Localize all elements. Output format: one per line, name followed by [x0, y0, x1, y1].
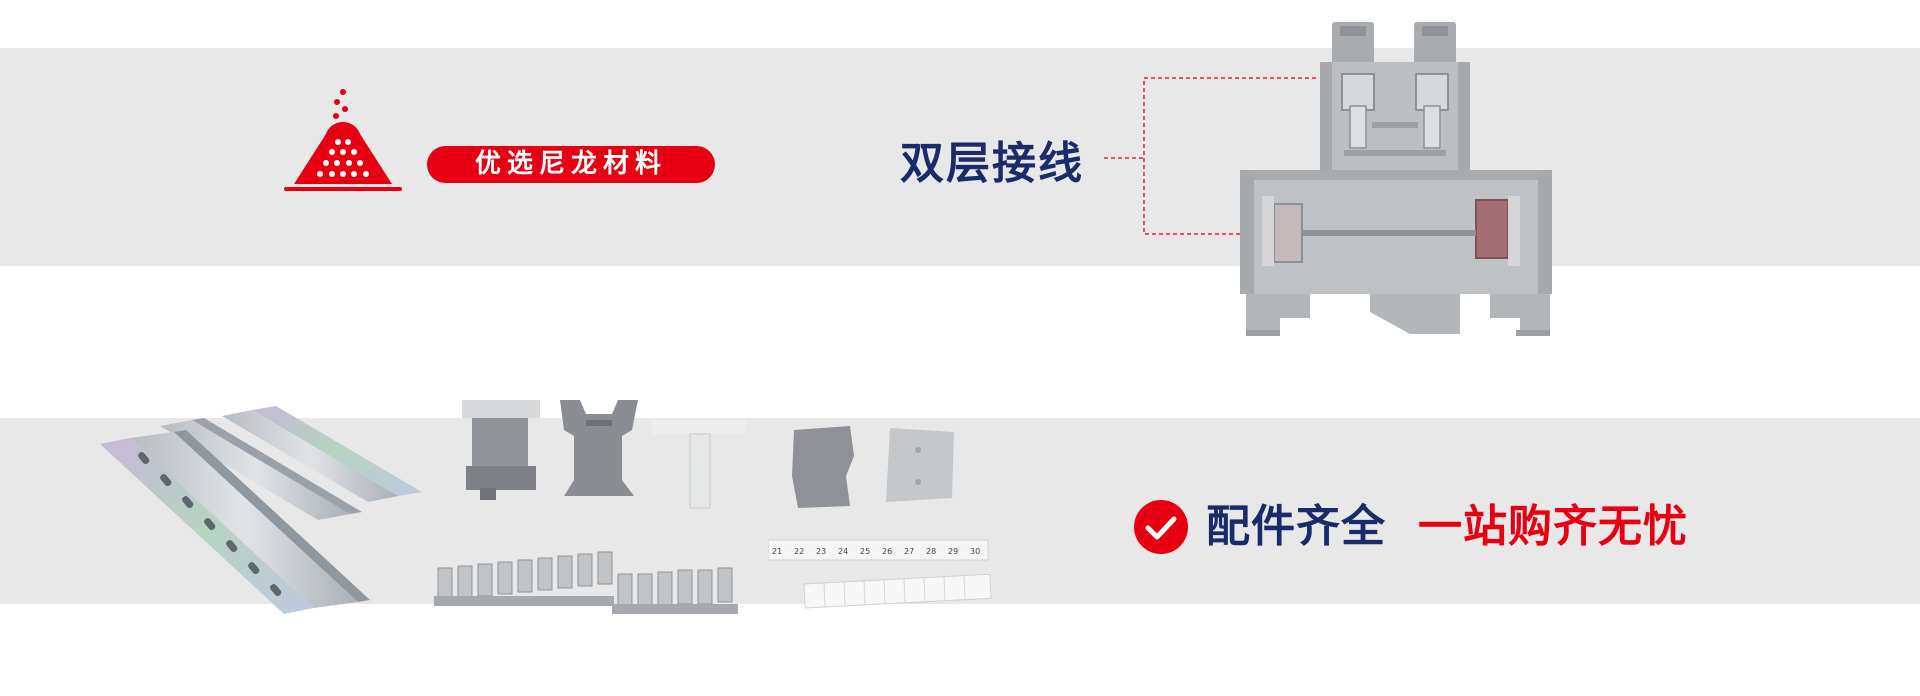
double-layer-terminal-block-image: [1240, 22, 1552, 336]
jumper-bridge-image: [434, 551, 738, 614]
marker-number: 22: [794, 547, 804, 556]
one-stop-shopping-label: 一站购齐无忧: [1418, 501, 1688, 552]
marker-number: 30: [970, 547, 980, 556]
end-clamp-image: [462, 400, 746, 509]
marker-number: 28: [926, 547, 936, 556]
double-layer-label: 双层接线: [900, 138, 1084, 189]
marker-number: 21: [772, 547, 782, 556]
din-rail-image: [100, 406, 422, 614]
marker-number: 25: [860, 547, 870, 556]
marker-number: 27: [904, 547, 914, 556]
marker-number: 29: [948, 547, 958, 556]
marker-number: 23: [816, 547, 826, 556]
check-circle-icon: [1134, 500, 1188, 554]
nylon-pellets-icon: [284, 89, 402, 191]
marker-strip-image: 21 22 23 24 25 26 27 28 29 30: [768, 539, 992, 609]
material-label: 优选尼龙材料: [427, 146, 715, 183]
marker-number: 24: [838, 547, 848, 556]
end-plate-image: [792, 426, 954, 508]
accessories-complete-label: 配件齐全: [1206, 501, 1386, 552]
marker-number: 26: [882, 547, 892, 556]
callout-lines: [1104, 77, 1316, 235]
